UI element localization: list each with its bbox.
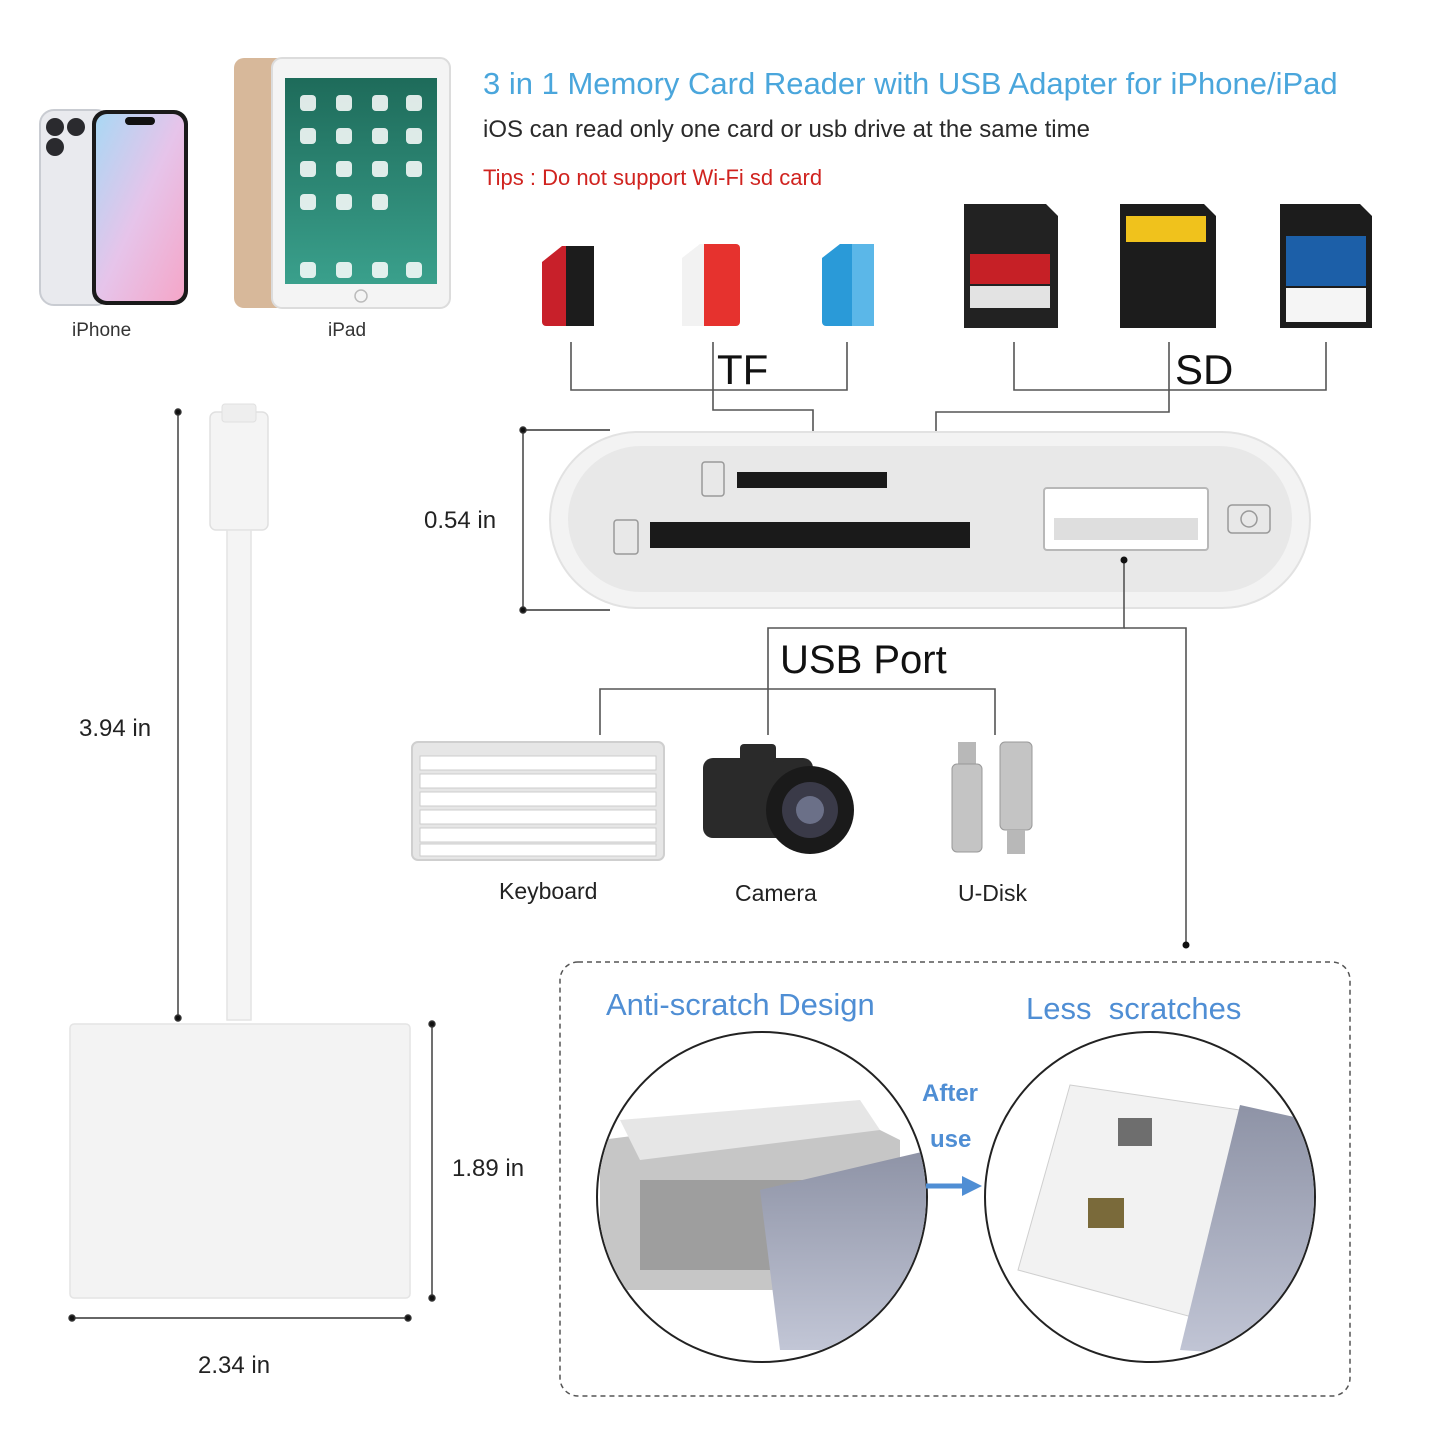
dimension-height: 0.54 in bbox=[424, 507, 497, 534]
sd-card-1-icon bbox=[964, 204, 1058, 328]
arrow-text-after: After bbox=[922, 1080, 979, 1107]
iphone-icon bbox=[39, 109, 188, 306]
peripheral-label-keyboard: Keyboard bbox=[499, 878, 598, 904]
keyboard-icon bbox=[411, 741, 665, 861]
comparison-box bbox=[559, 961, 1351, 1397]
tf-card-2-icon bbox=[682, 244, 740, 326]
product-title: 3 in 1 Memory Card Reader with USB Adapt… bbox=[483, 66, 1338, 101]
ipad-icon bbox=[234, 57, 451, 309]
dimension-body-width: 2.34 in bbox=[198, 1352, 271, 1379]
adapter-front-view bbox=[549, 431, 1311, 609]
arrow-right-icon bbox=[926, 1176, 982, 1196]
dimension-body-height: 1.89 in bbox=[452, 1155, 525, 1182]
tf-label: TF bbox=[717, 346, 769, 393]
peripheral-label-camera: Camera bbox=[735, 880, 817, 906]
device-label-ipad: iPad bbox=[328, 320, 367, 341]
dimension-cable-length: 3.94 in bbox=[79, 715, 152, 742]
tips-text: Tips : Do not support Wi-Fi sd card bbox=[483, 165, 823, 190]
device-label-iphone: iPhone bbox=[72, 320, 132, 341]
usb-port-label: USB Port bbox=[780, 638, 947, 682]
tf-card-1-icon bbox=[542, 246, 594, 326]
camera-icon bbox=[703, 744, 854, 854]
less-scratches-title: Less scratches bbox=[1026, 991, 1242, 1026]
arrow-text-use: use bbox=[930, 1126, 972, 1153]
usb-drive-icon bbox=[951, 741, 1033, 854]
tf-card-3-icon bbox=[822, 244, 874, 326]
sd-card-2-icon bbox=[1120, 204, 1216, 328]
sd-label: SD bbox=[1175, 346, 1234, 393]
peripheral-label-udisk: U-Disk bbox=[958, 880, 1027, 906]
product-subtitle: iOS can read only one card or usb drive … bbox=[483, 116, 1090, 143]
sd-card-3-icon bbox=[1280, 204, 1372, 328]
anti-scratch-closeup-icon bbox=[596, 1031, 928, 1363]
adapter-side-view bbox=[69, 403, 411, 1299]
less-scratches-closeup-icon bbox=[984, 1031, 1316, 1363]
anti-scratch-title: Anti-scratch Design bbox=[606, 987, 875, 1022]
